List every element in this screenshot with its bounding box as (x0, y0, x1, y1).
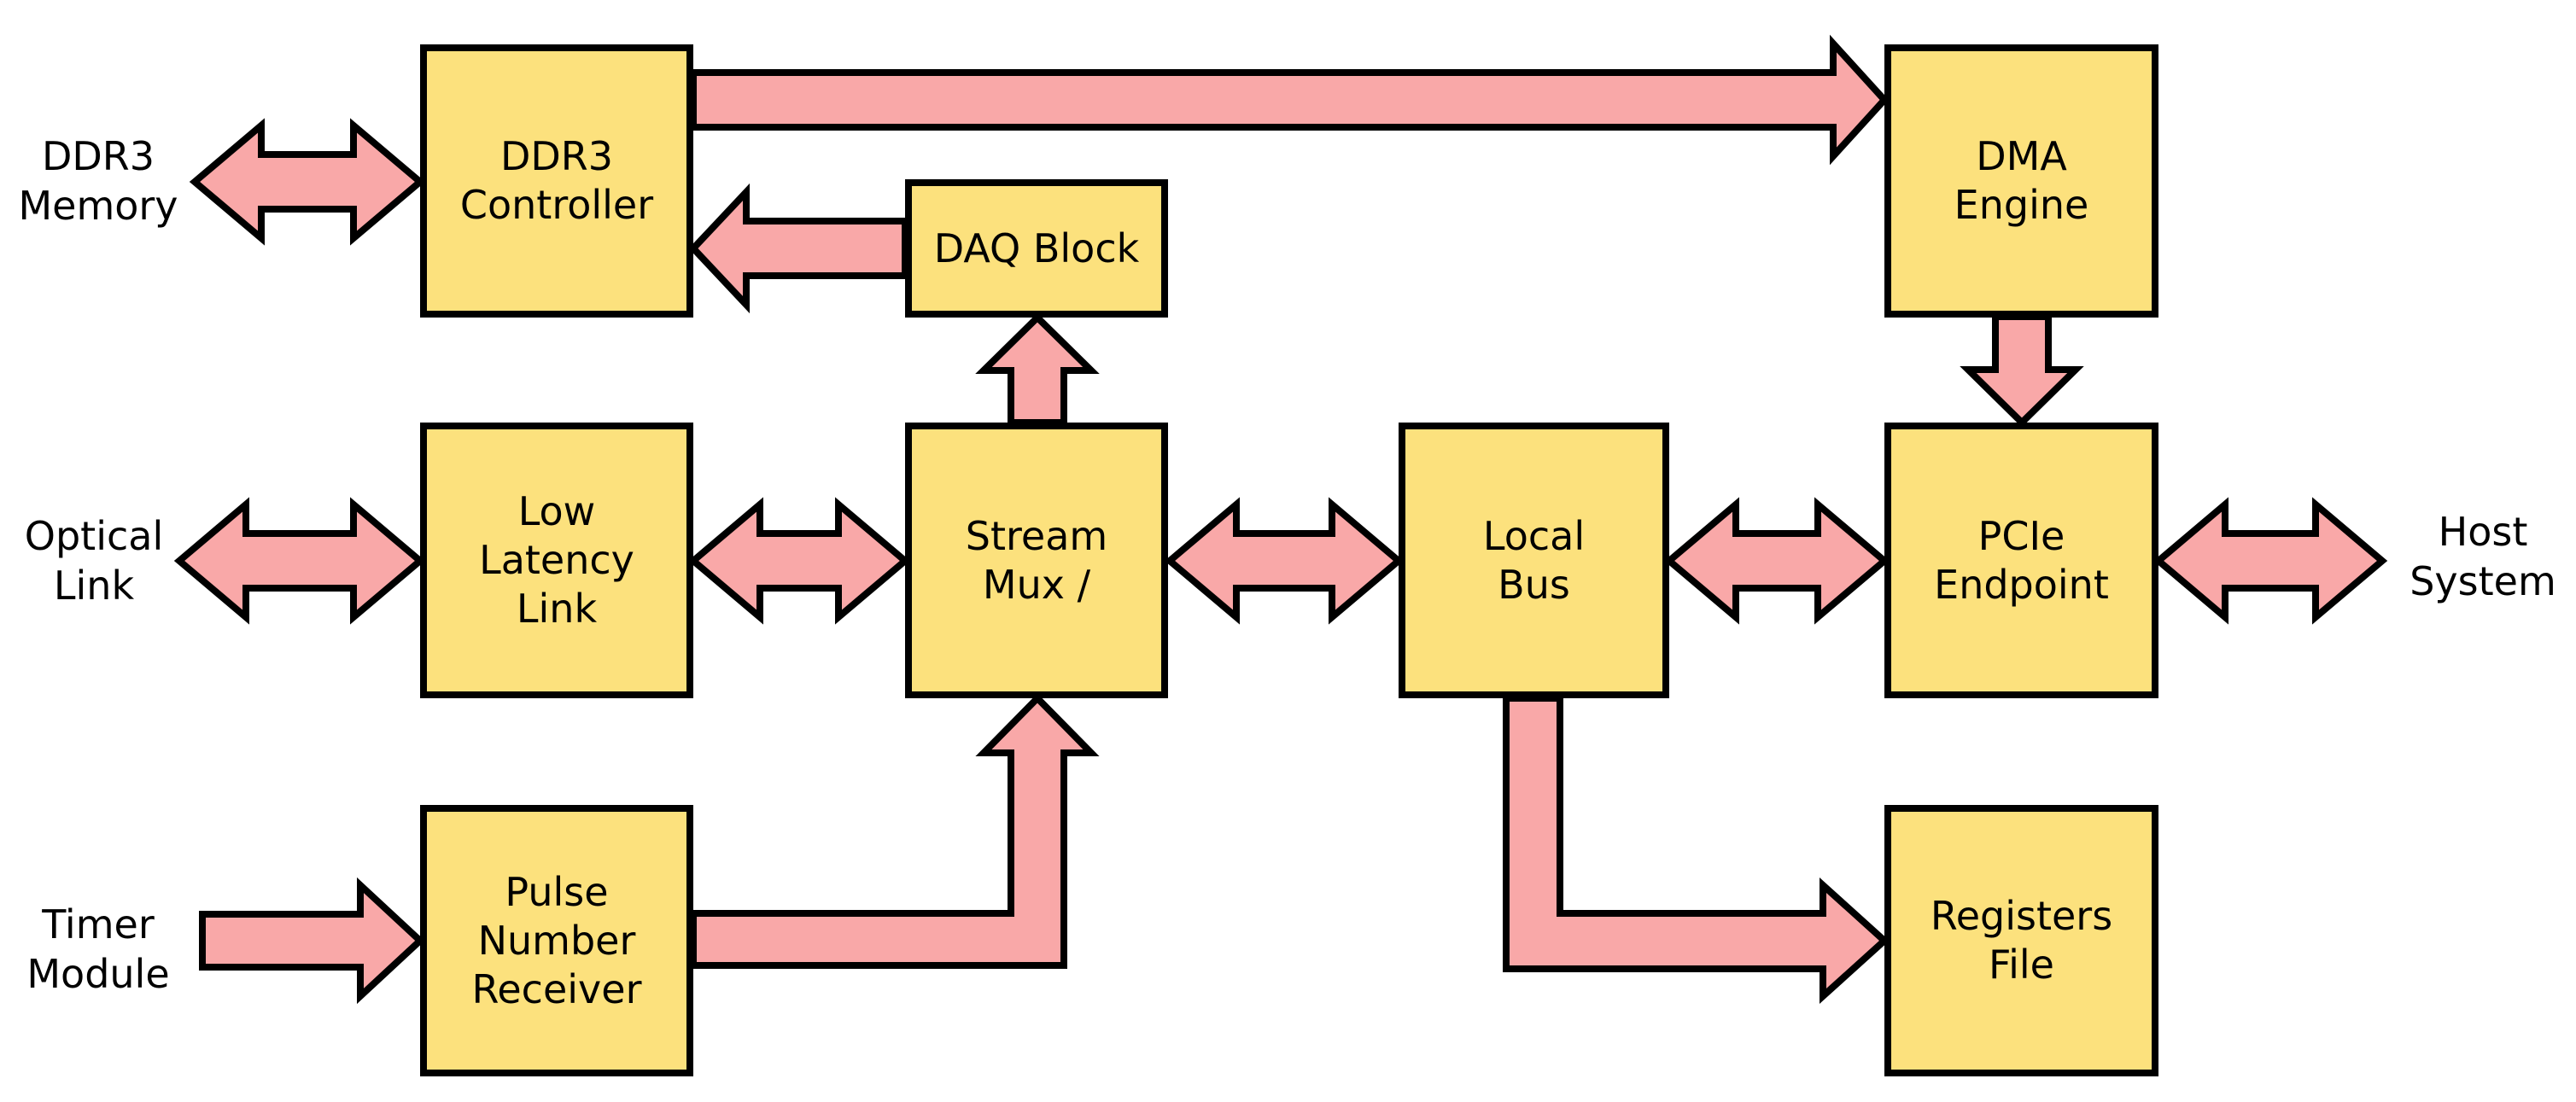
arrow-stream-mux-daq-block-icon (975, 312, 1100, 426)
arrow-daq-block-ddr3-controller-icon (688, 183, 908, 314)
arrow-local-bus-pcie-endpoint-icon (1663, 497, 1890, 625)
block-pcie-endpoint: PCIe Endpoint (1884, 423, 2158, 698)
block-low-latency-link: Low Latency Link (420, 423, 693, 698)
arrow-ddr3-controller-dma-engine-icon (690, 34, 1890, 166)
block-pulse-number-receiver: Pulse Number Receiver (420, 805, 693, 1076)
block-ddr3-controller-label: DDR3 Controller (459, 133, 654, 228)
arrow-dma-engine-pcie-endpoint-icon (1960, 313, 2084, 428)
arrow-pcie-endpoint-host-system-icon (2153, 497, 2388, 625)
block-pulse-number-receiver-label: Pulse Number Receiver (471, 868, 642, 1012)
block-pcie-endpoint-label: PCIe Endpoint (1934, 512, 2109, 608)
arrow-timer-module-pulse-number-receiver-icon (199, 877, 425, 1005)
arrow-stream-mux-local-bus-icon (1164, 497, 1405, 625)
block-registers-file-label: Registers File (1930, 893, 2113, 988)
arrow-low-latency-link-stream-mux-icon (687, 497, 911, 625)
arrow-ddr3-memory-ddr3-controller-icon (189, 118, 426, 246)
block-ddr3-controller: DDR3 Controller (420, 44, 693, 318)
block-local-bus-label: Local Bus (1482, 512, 1586, 608)
block-stream-mux: Stream Mux / (905, 423, 1168, 698)
arrow-pulse-number-receiver-stream-mux-icon (690, 693, 1100, 969)
block-registers-file: Registers File (1884, 805, 2158, 1076)
block-stream-mux-label: Stream Mux / (965, 512, 1108, 608)
block-daq-block: DAQ Block (905, 179, 1168, 318)
block-low-latency-link-label: Low Latency Link (479, 488, 634, 632)
arrow-local-bus-registers-file-icon (1503, 695, 1890, 1004)
block-local-bus: Local Bus (1399, 423, 1669, 698)
block-dma-engine: DMA Engine (1884, 44, 2158, 318)
arrow-optical-link-low-latency-link-icon (173, 497, 426, 625)
block-daq-block-label: DAQ Block (933, 224, 1140, 271)
external-label-optical-link: Optical Link (24, 513, 164, 609)
external-label-timer-module: Timer Module (26, 901, 170, 997)
external-label-ddr3-memory: DDR3 Memory (18, 133, 178, 229)
external-label-host-system: Host System (2410, 509, 2556, 604)
block-dma-engine-label: DMA Engine (1954, 133, 2089, 228)
